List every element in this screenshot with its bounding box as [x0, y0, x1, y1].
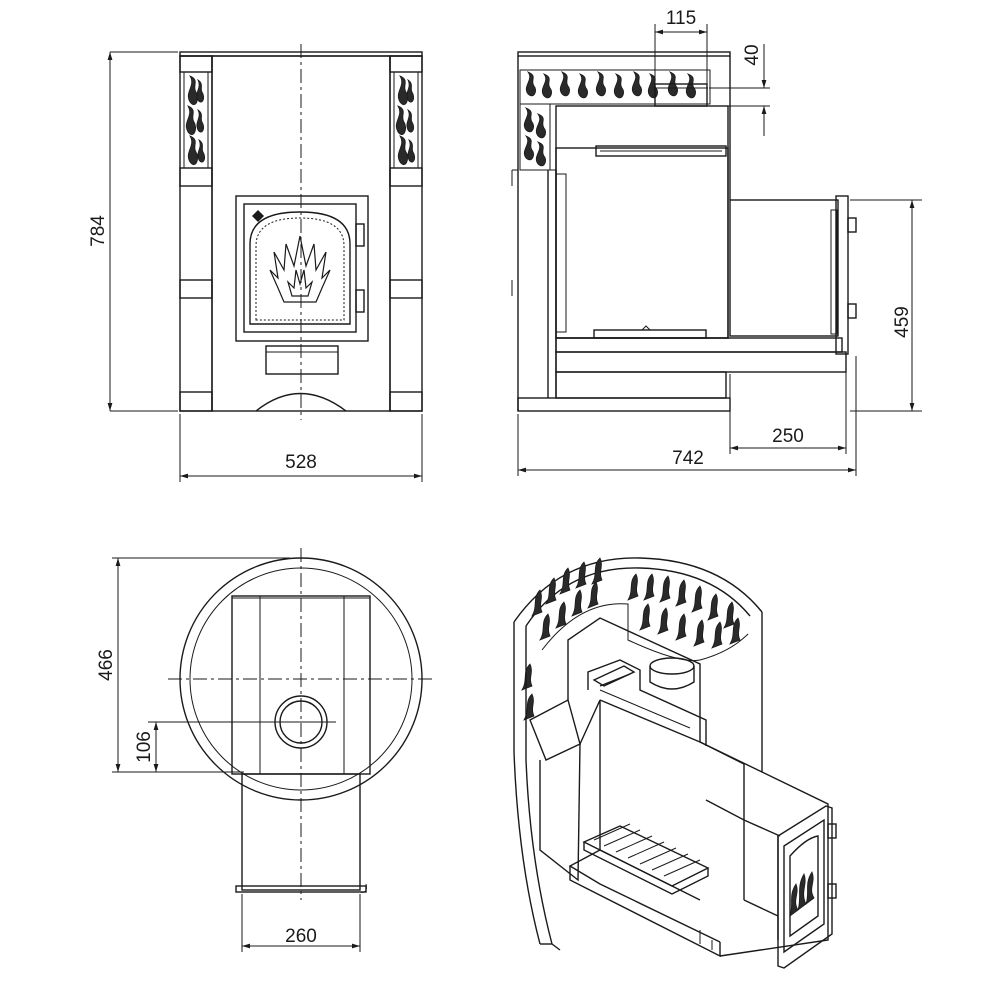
dim-side-offset: 40	[742, 44, 763, 65]
isometric-cutaway-view	[513, 557, 837, 969]
iso-flame-band	[521, 557, 741, 721]
iso-grate	[582, 823, 710, 895]
dim-plan-diameter: 466	[96, 649, 117, 681]
dim-side-tank-depth: 250	[772, 426, 804, 447]
plan-dimension-lines	[112, 557, 361, 952]
iso-door	[777, 805, 837, 969]
dim-plan-tunnel-width: 260	[285, 926, 317, 947]
front-dimension-lines	[107, 51, 423, 482]
door-flame-icon	[269, 235, 331, 303]
side-section-view: 115 40 459 250 742	[511, 8, 922, 476]
front-right-column	[389, 55, 423, 412]
front-door	[235, 195, 369, 342]
dim-plan-chimney-offset: 106	[134, 731, 155, 763]
side-dimension-lines	[517, 24, 922, 476]
dim-side-total-depth: 742	[672, 448, 704, 469]
dim-front-height: 784	[88, 215, 109, 247]
front-view: 784 528	[88, 44, 423, 482]
dim-front-width: 528	[285, 452, 317, 473]
front-left-column	[179, 55, 213, 412]
dim-side-tank-height: 459	[892, 306, 913, 338]
dim-side-chimney: 115	[666, 8, 696, 29]
plan-view: 466 106 260	[96, 548, 434, 952]
